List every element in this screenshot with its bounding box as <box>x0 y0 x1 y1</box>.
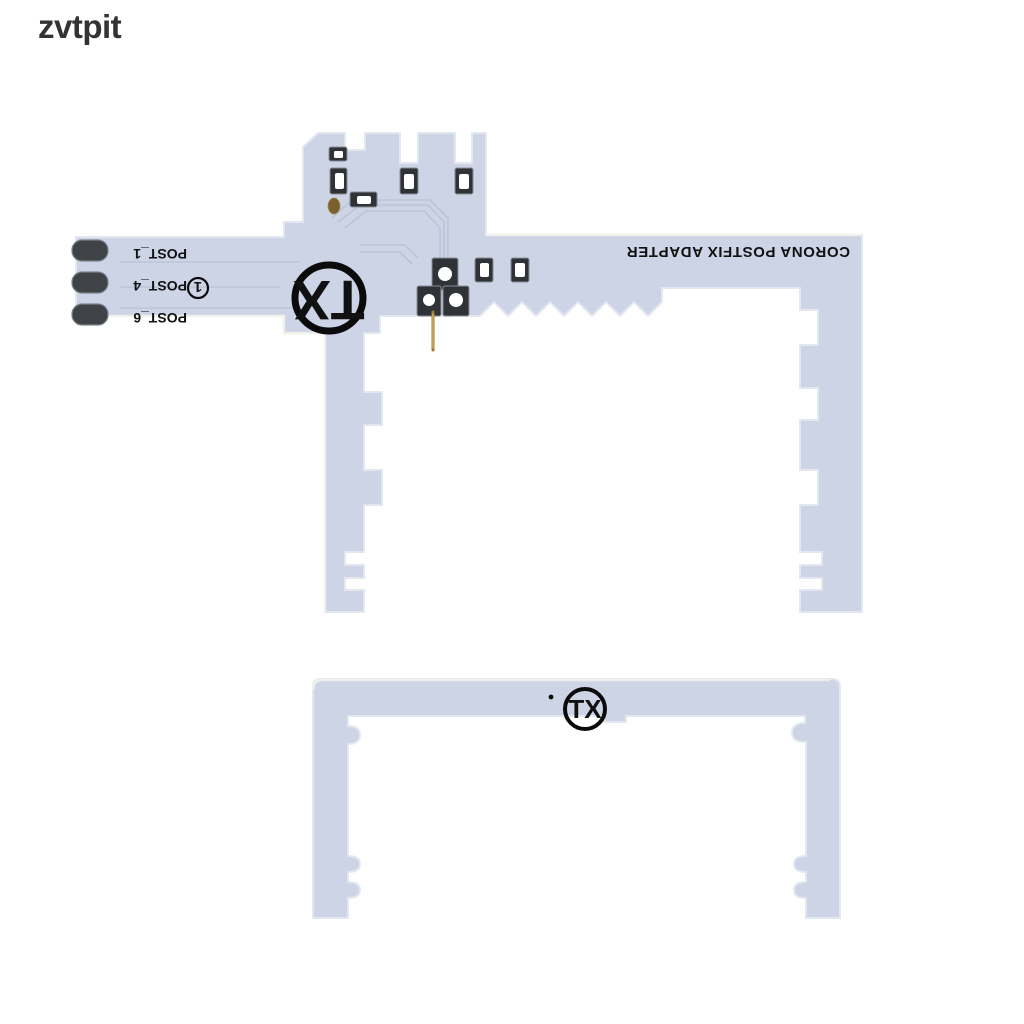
metal-clip <box>442 285 470 317</box>
svg-text:TX: TX <box>293 269 365 332</box>
solder-pad-group <box>71 239 109 326</box>
metal-clip <box>510 257 530 283</box>
metal-clip <box>349 191 378 208</box>
metal-clip <box>416 285 442 317</box>
pin-one-marker-icon: 1 <box>186 276 210 300</box>
metal-clip <box>399 167 419 195</box>
silkscreen-dot <box>548 694 554 700</box>
pcb-traces <box>120 199 449 309</box>
solder-pad-post-4 <box>71 271 109 294</box>
svg-text:TX: TX <box>568 694 602 724</box>
label-post-4: POST_4 <box>133 278 187 294</box>
solder-pad-post-6 <box>71 303 109 326</box>
watermark-text: zvtpit <box>38 8 122 45</box>
metal-clip <box>454 167 474 195</box>
metal-clip <box>474 257 494 283</box>
top-board-outline <box>75 132 863 613</box>
top-board-edge-highlight <box>76 233 862 612</box>
top-board: POST_1 POST_4 POST_6 1 TX CORONA POSTFIX… <box>71 132 863 613</box>
svg-text:1: 1 <box>194 278 202 295</box>
metal-clip <box>431 257 459 291</box>
bottom-board: TX <box>311 678 841 919</box>
tx-logo-icon: TX <box>291 261 367 335</box>
metal-clip-group <box>328 146 530 317</box>
metal-clip <box>328 146 348 162</box>
bottom-board-outline <box>312 678 841 919</box>
label-post-1: POST_1 <box>133 246 187 262</box>
tx-logo-icon-bottom: TX <box>563 687 607 731</box>
solder-blob <box>327 197 341 215</box>
label-post-6: POST_6 <box>133 310 187 326</box>
bottom-board-edge-highlight <box>311 678 830 691</box>
metal-clip <box>329 167 348 195</box>
product-silkscreen-text: CORONA POSTFIX ADAPTER <box>626 243 850 260</box>
solder-pad-post-1 <box>71 239 109 262</box>
